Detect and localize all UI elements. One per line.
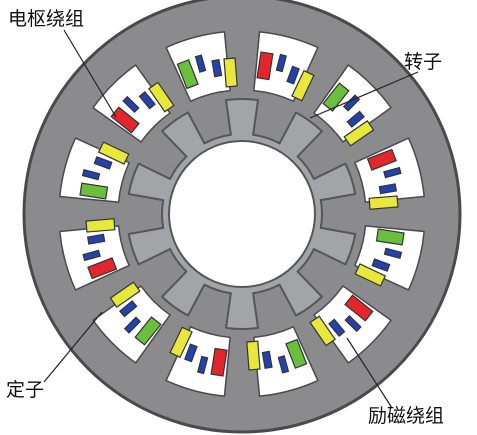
armature-coil xyxy=(246,340,261,371)
armature-coil xyxy=(97,141,130,165)
armature-winding-leader xyxy=(63,29,117,118)
field-coil xyxy=(366,148,397,171)
blue-block xyxy=(346,110,365,128)
blue-block xyxy=(138,91,156,110)
blue-block xyxy=(86,233,106,245)
field-coil xyxy=(375,228,405,246)
blue-block xyxy=(277,355,290,374)
field-coil xyxy=(322,82,350,112)
field-coil xyxy=(79,182,109,200)
rotor-leader xyxy=(309,71,419,119)
armature-coil xyxy=(223,57,238,88)
rotor-shaft-bore xyxy=(168,140,316,288)
blue-block xyxy=(344,314,362,333)
rotor-body xyxy=(127,98,357,330)
blue-block xyxy=(275,53,287,73)
armature-winding-label: 电枢绕组 xyxy=(8,8,85,30)
field-coil xyxy=(210,347,228,377)
field-coil xyxy=(285,338,308,369)
stator-leader xyxy=(43,311,103,383)
blue-block xyxy=(81,169,101,181)
stator-label: 定子 xyxy=(6,379,45,401)
blue-block xyxy=(184,343,198,363)
blue-block xyxy=(328,318,346,337)
blue-block xyxy=(194,54,207,73)
field-coil xyxy=(256,51,274,81)
armature-coil xyxy=(368,195,399,210)
leader-lines xyxy=(43,29,419,409)
field-coil xyxy=(344,294,374,322)
field-winding-label: 励磁绕组 xyxy=(368,405,445,427)
blue-block xyxy=(123,316,142,334)
blue-block xyxy=(119,300,138,318)
armature-coil xyxy=(291,69,315,102)
blue-block xyxy=(197,355,209,375)
field-coil xyxy=(176,59,199,90)
blue-block xyxy=(383,247,403,259)
armature-coil xyxy=(85,218,116,233)
rotor-label: 转子 xyxy=(404,51,443,73)
blue-block xyxy=(211,58,223,78)
field-coil xyxy=(134,316,162,346)
field-coil xyxy=(110,106,140,134)
blue-block xyxy=(378,183,398,195)
blue-block xyxy=(82,249,101,262)
field-coil xyxy=(87,257,118,280)
blue-block xyxy=(371,258,391,272)
armature-coil xyxy=(309,315,336,347)
armature-coil xyxy=(354,263,387,287)
field-winding-leader xyxy=(346,337,393,409)
windings xyxy=(79,51,405,377)
armature-coil xyxy=(109,281,141,308)
blue-block xyxy=(93,156,113,170)
blue-block xyxy=(122,95,140,114)
armature-coil xyxy=(148,81,175,113)
blue-block xyxy=(383,166,402,179)
armature-coil xyxy=(169,326,193,359)
armature-coil xyxy=(343,120,375,147)
blue-block xyxy=(286,65,300,85)
blue-block xyxy=(261,350,273,370)
